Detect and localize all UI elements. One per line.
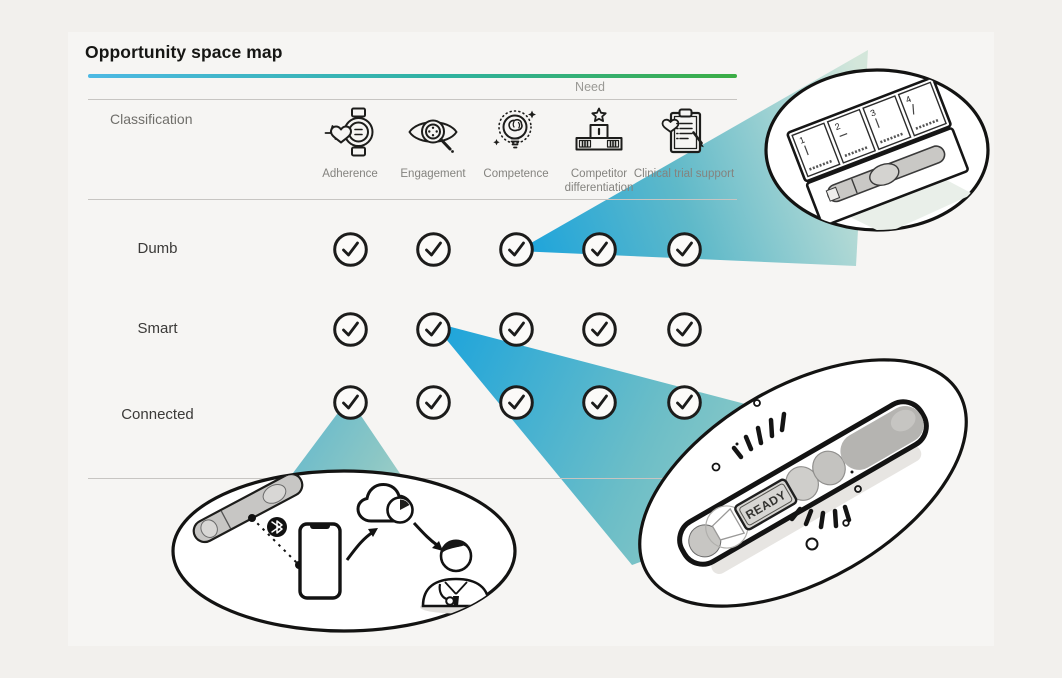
column-clinical-trial-support: Clinical trial support — [632, 106, 736, 181]
eye-magnifier-icon — [407, 106, 459, 158]
row-label-dumb: Dumb — [137, 240, 178, 257]
page-title: Opportunity space map — [85, 42, 283, 62]
podium-star-icon — [573, 106, 625, 158]
column-label: Clinical trial support — [633, 168, 735, 180]
lightbulb-brain-icon — [490, 106, 542, 158]
clipboard-heart-pencil-icon — [658, 106, 710, 158]
column-label: Engagement — [400, 168, 466, 180]
separator-bottom — [88, 478, 737, 479]
column-label: Adherence — [322, 168, 378, 180]
column-adherence: Adherence — [298, 106, 402, 181]
heart-rate-watch-icon — [324, 106, 376, 158]
title-underline — [88, 74, 737, 78]
need-axis-label: Need — [575, 80, 605, 94]
classification-axis-label: Classification — [110, 111, 193, 127]
row-label-connected: Connected — [121, 406, 194, 423]
separator-top — [88, 99, 737, 100]
row-label-smart: Smart — [137, 320, 178, 337]
column-engagement: Engagement — [381, 106, 485, 181]
separator-header — [88, 199, 737, 200]
